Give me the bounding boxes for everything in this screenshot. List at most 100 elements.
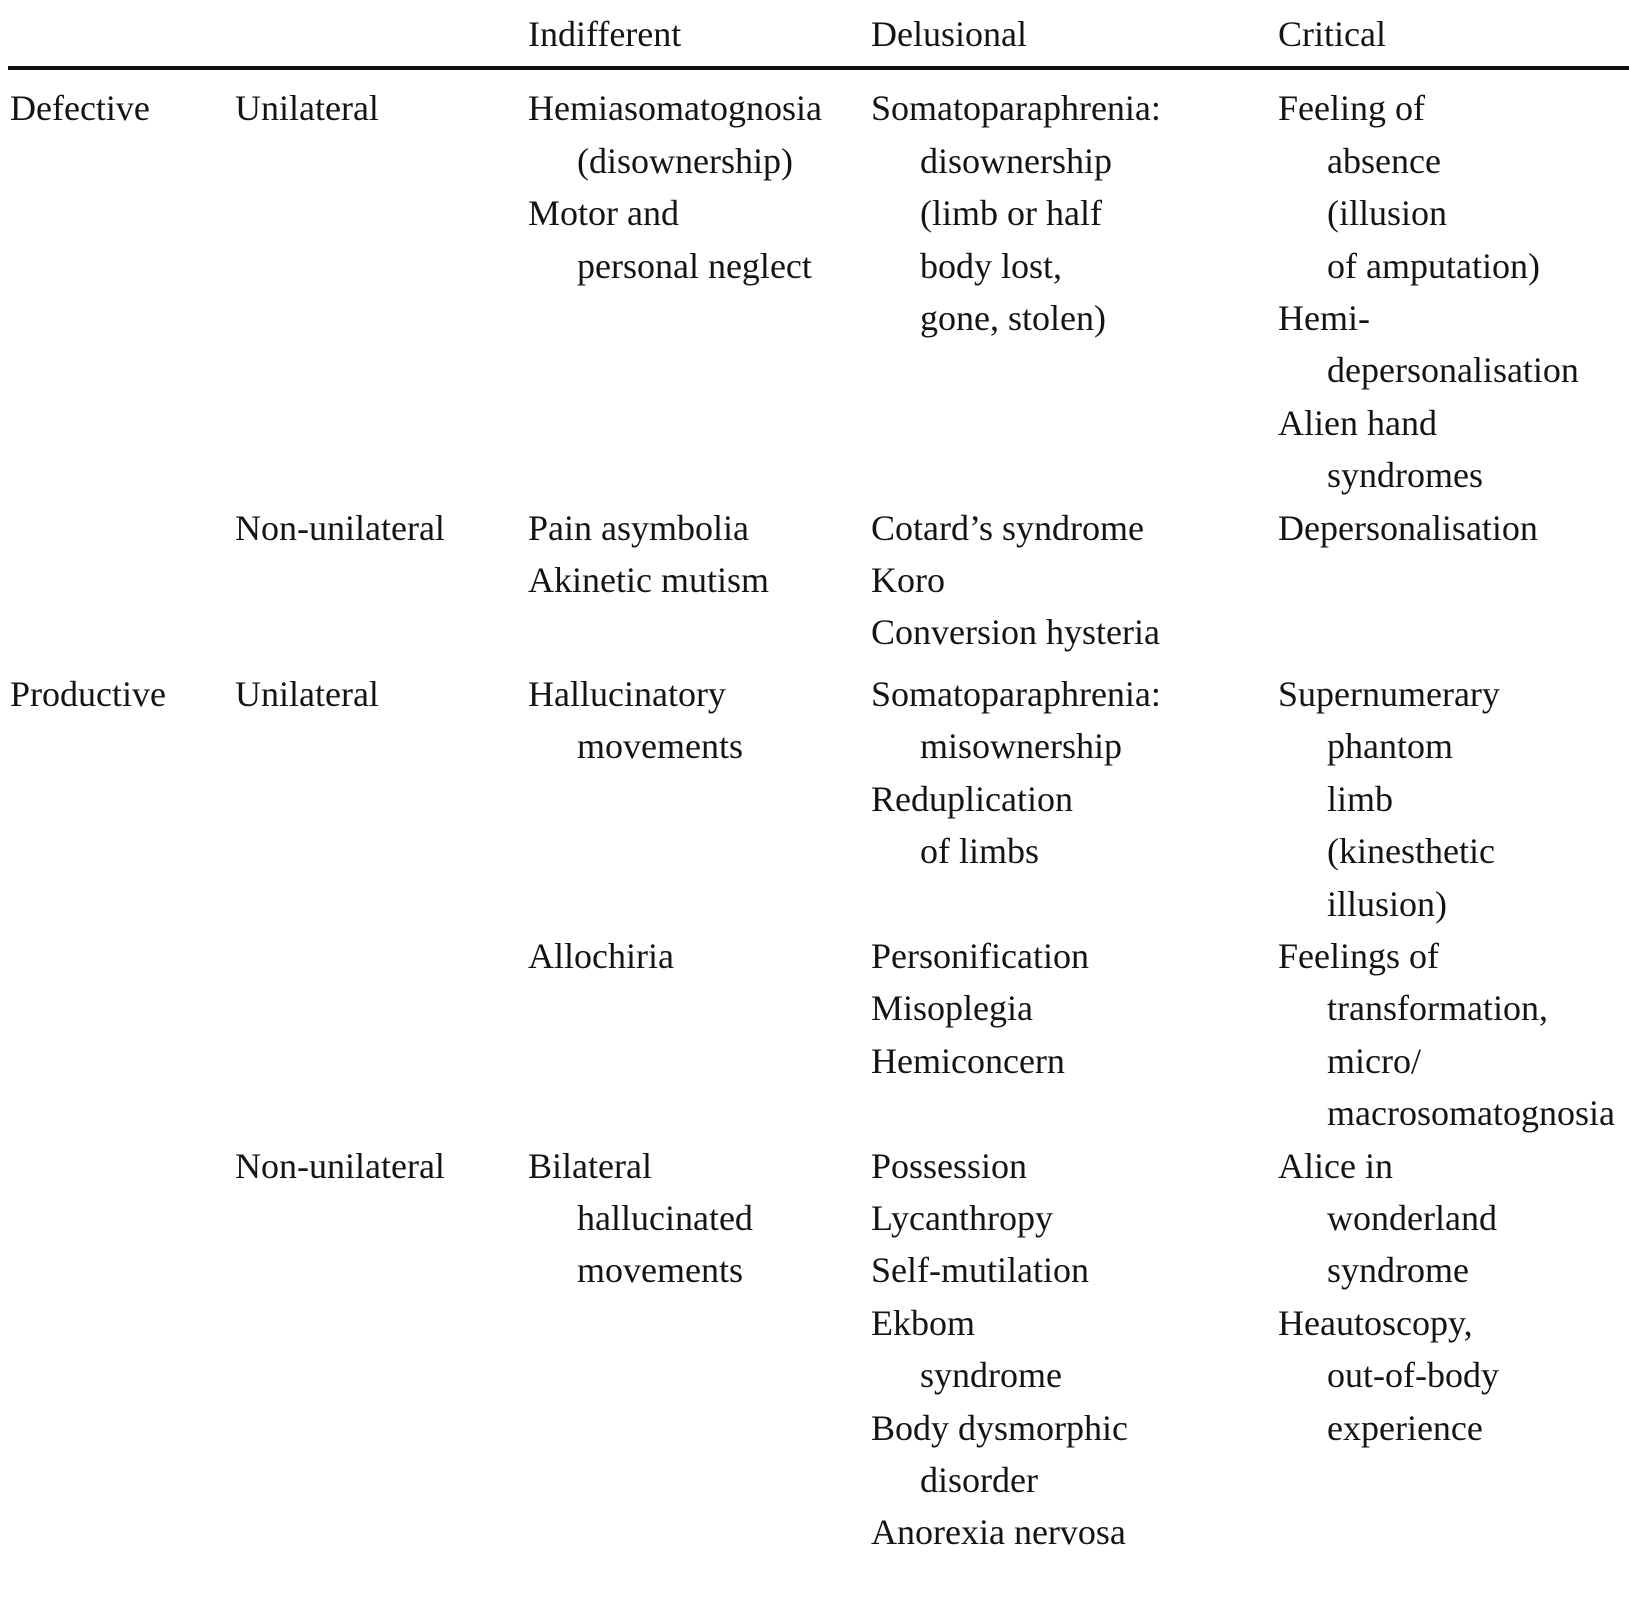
entry-line-continuation: movements bbox=[577, 1250, 743, 1291]
row-label-cell bbox=[10, 930, 235, 1140]
cell-entry: Productive bbox=[10, 668, 235, 720]
entry-line-continuation: gone, stolen) bbox=[920, 298, 1106, 339]
cell-entry: Personification bbox=[871, 930, 1278, 982]
row-label-cell: Productive bbox=[10, 668, 235, 930]
cell-entry: Cotard’s syndrome bbox=[871, 502, 1278, 554]
entry-line: Feelings of bbox=[1278, 935, 1439, 976]
entry-line: Supernumerary bbox=[1278, 673, 1500, 714]
entry-line: Hemiconcern bbox=[871, 1040, 1065, 1081]
cell-critical: Depersonalisation bbox=[1278, 502, 1629, 659]
entry-line-continuation: body lost, bbox=[920, 245, 1063, 286]
entry-line: Non-unilateral bbox=[235, 1145, 445, 1186]
laterality-cell: Non-unilateral bbox=[235, 502, 528, 659]
entry-line: Alien hand bbox=[1278, 402, 1437, 443]
column-header-delusional: Delusional bbox=[871, 14, 1027, 54]
row-label-cell: Defective bbox=[10, 82, 235, 501]
cell-entry: Misoplegia bbox=[871, 982, 1278, 1034]
laterality-cell bbox=[235, 930, 528, 1140]
entry-line-continuation: absence bbox=[1327, 140, 1441, 181]
cell-entry: Pain asymbolia bbox=[528, 502, 871, 554]
entry-line: Body dysmorphic bbox=[871, 1407, 1128, 1448]
row-label-cell bbox=[10, 1140, 235, 1559]
entry-line: Alice in bbox=[1278, 1145, 1393, 1186]
cell-delusional: Somatoparaphrenia:disownership(limb or h… bbox=[871, 82, 1278, 501]
entry-line: Cotard’s syndrome bbox=[871, 507, 1144, 548]
cell-entry: Conversion hysteria bbox=[871, 606, 1278, 658]
entry-line: Depersonalisation bbox=[1278, 507, 1538, 548]
entry-line-continuation: phantom bbox=[1327, 726, 1453, 767]
laterality-cell: Unilateral bbox=[235, 668, 528, 930]
cell-entry: Alice in wonderland syndrome bbox=[1278, 1140, 1629, 1297]
header-spacer-2 bbox=[235, 8, 528, 60]
entry-line-continuation: hallucinated bbox=[577, 1197, 753, 1238]
entry-line-continuation: of amputation) bbox=[1327, 245, 1540, 286]
entry-line: Hemiasomatognosia bbox=[528, 88, 822, 129]
cell-entry: Allochiria bbox=[528, 930, 871, 982]
cell-entry: Akinetic mutism bbox=[528, 554, 871, 606]
cell-entry: Self-mutilation bbox=[871, 1244, 1278, 1296]
cell-entry: Koro bbox=[871, 554, 1278, 606]
entry-line: Pain asymbolia bbox=[528, 507, 749, 548]
entry-line-continuation: micro/ bbox=[1327, 1040, 1421, 1081]
entry-line-continuation: transformation, bbox=[1327, 988, 1548, 1029]
entry-line: Lycanthropy bbox=[871, 1197, 1053, 1238]
entry-line: Akinetic mutism bbox=[528, 560, 769, 601]
entry-line: Heautoscopy, bbox=[1278, 1302, 1473, 1343]
entry-line-continuation: personal neglect bbox=[577, 245, 812, 286]
entry-line: Allochiria bbox=[528, 935, 674, 976]
column-header-indifferent: Indifferent bbox=[528, 14, 682, 54]
cell-entry: Depersonalisation bbox=[1278, 502, 1629, 554]
entry-line-continuation: syndrome bbox=[1327, 1250, 1469, 1291]
entry-line-continuation: (illusion bbox=[1327, 193, 1448, 234]
entry-line: Ekbom bbox=[871, 1302, 975, 1343]
entry-line-continuation: limb bbox=[1327, 778, 1394, 819]
entry-line-continuation: depersonalisation bbox=[1327, 350, 1579, 391]
entry-line: Defective bbox=[10, 88, 150, 129]
cell-entry: Alien hand syndromes bbox=[1278, 397, 1629, 502]
cell-entry: Non-unilateral bbox=[235, 1140, 528, 1192]
entry-line: Somatoparaphrenia: bbox=[871, 88, 1161, 129]
entry-line: Unilateral bbox=[235, 673, 379, 714]
header-spacer-1 bbox=[10, 8, 235, 60]
entry-line-continuation: syndromes bbox=[1327, 455, 1483, 496]
entry-line-continuation: movements bbox=[577, 726, 743, 767]
entry-line-continuation: wonderland bbox=[1327, 1197, 1497, 1238]
entry-line: Unilateral bbox=[235, 88, 379, 129]
header-rule bbox=[8, 66, 1629, 71]
cell-entry: Somatoparaphrenia: misownership bbox=[871, 668, 1278, 773]
entry-line: Koro bbox=[871, 560, 945, 601]
entry-line: Anorexia nervosa bbox=[871, 1512, 1126, 1553]
cell-entry: Somatoparaphrenia:disownership(limb or h… bbox=[871, 82, 1278, 344]
cell-entry: Anorexia nervosa bbox=[871, 1506, 1278, 1558]
entry-line-continuation: (limb or half bbox=[920, 193, 1102, 234]
table-header-row: Indifferent Delusional Critical bbox=[10, 8, 1629, 60]
entry-line: Somatoparaphrenia: bbox=[871, 673, 1161, 714]
laterality-cell: Unilateral bbox=[235, 82, 528, 501]
table-row: Defective Unilateral Hemiasomatognosia (dis… bbox=[10, 82, 1629, 501]
laterality-cell: Non-unilateral bbox=[235, 1140, 528, 1559]
column-header-critical: Critical bbox=[1278, 14, 1386, 54]
entry-line-continuation: (disownership) bbox=[577, 140, 793, 181]
entry-line: Possession bbox=[871, 1145, 1028, 1186]
cell-entry: Unilateral bbox=[235, 82, 528, 134]
entry-line-continuation: misownership bbox=[920, 726, 1122, 767]
